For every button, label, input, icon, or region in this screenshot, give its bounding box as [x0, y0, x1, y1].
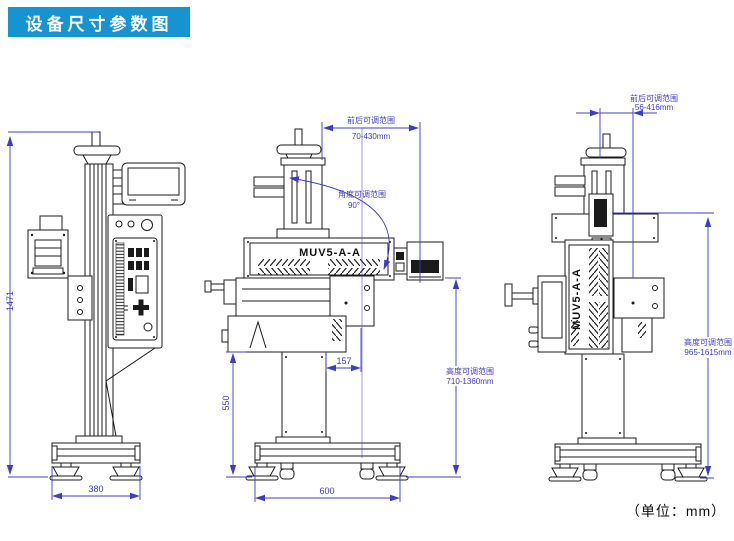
stand-column: [581, 353, 625, 439]
unit-note: （单位：mm）: [625, 503, 727, 519]
dim-label-height-range-right: 高度可调范围: [684, 337, 732, 347]
dim-label-height-range-front: 高度可调范围: [446, 366, 494, 376]
machine-body-side: MUV5-A-A: [564, 239, 614, 355]
dim-value-front-back-right: 56-416mm: [635, 103, 674, 112]
stand-column: [281, 351, 327, 438]
dim-label-head-offset: 157: [336, 356, 351, 366]
dim-value-angle: 90°: [348, 201, 360, 210]
lower-housing: [221, 315, 347, 353]
view-side-right: MUV5-A-A: [504, 133, 708, 482]
dim-label-overall-height: 1471: [5, 291, 15, 311]
dim-front-back-range: 前后可调范围 70-430mm: [321, 115, 421, 283]
support-strut: [105, 347, 156, 437]
dim-value-height-range-right: 965-1615mm: [684, 348, 731, 357]
side-arm-bars: [253, 176, 285, 198]
dim-label-front-back-right: 前后可调范围: [630, 93, 678, 103]
view-side-left: [27, 131, 186, 481]
view-front: MUV5-A-A: [204, 128, 444, 481]
dim-front-back-range-right: 前后可调范围 56-416mm: [576, 93, 678, 278]
dim-base-width-left: 380: [51, 466, 141, 500]
dim-height-range-right: 高度可调范围 965-1615mm: [612, 212, 734, 479]
model-label-side: MUV5-A-A: [571, 268, 583, 330]
upper-housing: [551, 193, 659, 247]
feet: [245, 462, 409, 481]
machine-base: [254, 436, 401, 464]
laser-source-head: [27, 215, 93, 321]
machine-body: MUV5-A-A: [243, 237, 395, 281]
dim-angle-range: 角度可调范围 90°: [289, 176, 391, 270]
dim-stand-height: 550: [221, 351, 252, 478]
dim-label-base-width-left: 380: [88, 484, 103, 494]
conveyor-arm: [204, 277, 339, 317]
control-panel: [107, 214, 163, 349]
dim-label-front-back: 前后可调范围: [347, 115, 395, 125]
leveling-feet: [49, 462, 143, 481]
display-monitor: [112, 162, 186, 206]
dim-label-angle: 角度可调范围: [338, 189, 386, 199]
machine-base: [51, 435, 141, 464]
model-label-front: MUV5-A-A: [299, 247, 361, 259]
machine-base: [554, 437, 702, 465]
dim-label-stand-height: 550: [221, 395, 231, 410]
page-title: 设备尺寸参数图: [8, 7, 190, 37]
feet: [548, 463, 708, 482]
laser-marking-head: [393, 241, 444, 281]
lift-column: [276, 157, 330, 239]
side-arm-bars: [554, 175, 586, 197]
left-assembly: [504, 275, 567, 353]
dim-value-height-range-front: 710-1360mm: [446, 377, 493, 386]
angle-adjust-plate: [613, 277, 665, 353]
dim-base-width-front: 600: [254, 466, 401, 502]
dim-label-base-width-front: 600: [319, 486, 334, 496]
dim-height-range-front: 高度可调范围 710-1360mm: [406, 277, 498, 478]
dim-head-offset: 157: [325, 328, 362, 372]
dim-value-front-back: 70-430mm: [352, 132, 391, 141]
crank-handle: [73, 131, 121, 165]
dim-overall-height: 1471: [5, 131, 98, 478]
